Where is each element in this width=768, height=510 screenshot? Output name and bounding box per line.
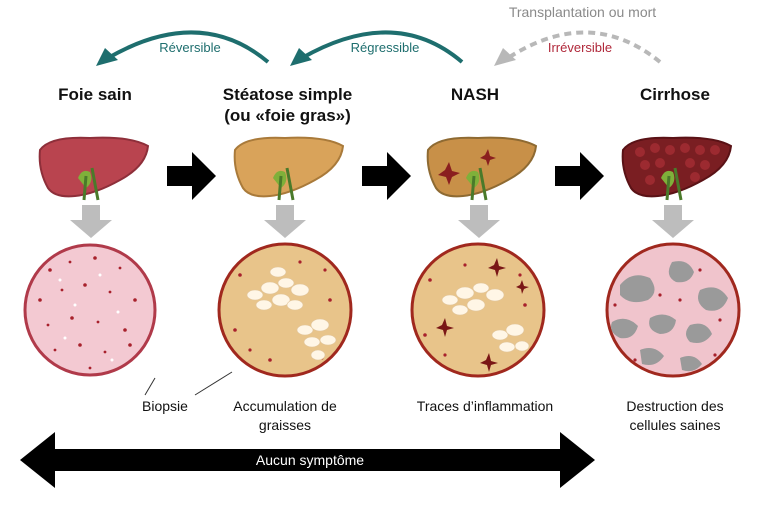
regressible-label: Régressible [350, 40, 420, 55]
caption-destruction: Destruction des cellules saines [626, 398, 724, 433]
zoom-arrow-4 [652, 205, 694, 238]
caption-inflammation: Traces d’inflammation [416, 398, 554, 414]
reversible-label: Réversible [159, 40, 221, 55]
progress-arrow-3 [555, 152, 604, 200]
stage-title-steatosis: Stéatose simple (ou «foie gras») [222, 85, 353, 125]
irreversible-label: Irréversible [547, 40, 613, 55]
biopsy-pointer-line [194, 371, 233, 396]
reversible-arrow [96, 30, 270, 66]
progress-arrow-2 [362, 152, 411, 200]
fatty-tissue-circle [217, 242, 353, 378]
biopsy-pointer-line [144, 377, 156, 396]
transplant-label: Transplantation ou mort [508, 4, 657, 20]
caption-fat-accumulation: Accumulation de graisses [233, 398, 337, 433]
stage-title-nash: NASH [450, 85, 500, 104]
healthy-tissue-circle [23, 243, 157, 377]
cirrhosis-tissue-circle [605, 242, 741, 378]
nash-liver-icon [426, 136, 538, 201]
stage-title-healthy: Foie sain [58, 85, 132, 104]
cirrhosis-liver-icon [621, 136, 733, 201]
no-symptom-label: Aucun symptôme [255, 452, 365, 468]
irreversible-arrow [494, 30, 662, 66]
fatty-liver-icon [233, 136, 345, 201]
regressible-arrow [290, 30, 464, 66]
nash-tissue-circle [410, 242, 546, 378]
zoom-arrow-1 [70, 205, 112, 238]
zoom-arrow-3 [458, 205, 500, 238]
progress-arrow-1 [167, 152, 216, 200]
stage-title-cirrhosis: Cirrhose [640, 85, 710, 104]
healthy-liver-icon [38, 136, 150, 201]
no-symptom-double-arrow [20, 432, 595, 488]
zoom-arrow-2 [264, 205, 306, 238]
caption-biopsy: Biopsie [142, 398, 188, 414]
